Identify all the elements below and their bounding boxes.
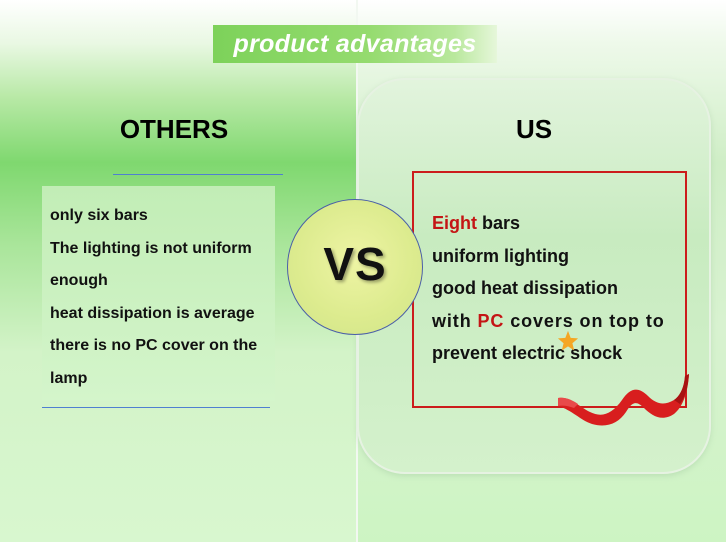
us-list-item-lighting: uniform lighting <box>432 245 569 266</box>
us-bars-text: bars <box>477 213 521 233</box>
vs-circle: VS <box>287 199 423 335</box>
us-list-item-heat: good heat dissipation <box>432 278 619 298</box>
others-bottom-line <box>42 407 270 408</box>
others-list: only six bars The lighting is not unifor… <box>42 186 275 395</box>
others-list-box: only six bars The lighting is not unifor… <box>42 186 275 401</box>
others-list-item: heat dissipation is average <box>50 304 255 322</box>
us-pc-pre: with <box>432 310 478 331</box>
others-list-item: lamp <box>50 369 88 387</box>
us-list-item-shock: prevent electric shock <box>432 343 623 363</box>
others-list-item: there is no PC cover on the <box>50 337 258 354</box>
page-title: product advantages <box>233 29 477 58</box>
others-heading: OTHERS <box>119 114 229 144</box>
others-list-item: The lighting is not uniform <box>50 239 252 257</box>
us-list-item-pc-cover: with PC covers on top to <box>432 305 685 338</box>
us-list-box: Eight bars uniform lighting good heat di… <box>412 171 687 408</box>
us-list: Eight bars uniform lighting good heat di… <box>414 173 685 370</box>
us-list-item-bars: Eight bars <box>432 207 685 240</box>
us-heading: US <box>515 114 553 144</box>
title-banner: product advantages <box>213 25 497 63</box>
others-list-item: enough <box>50 272 108 289</box>
us-highlight-eight: Eight <box>432 213 477 233</box>
us-pc-post: covers on top to <box>504 310 665 331</box>
star-icon <box>557 330 579 351</box>
others-list-item: only six bars <box>50 207 148 224</box>
others-heading-underline <box>113 174 283 175</box>
us-highlight-pc: PC <box>477 310 505 331</box>
red-ribbon-icon <box>558 374 689 426</box>
vs-label: VS <box>323 238 387 290</box>
